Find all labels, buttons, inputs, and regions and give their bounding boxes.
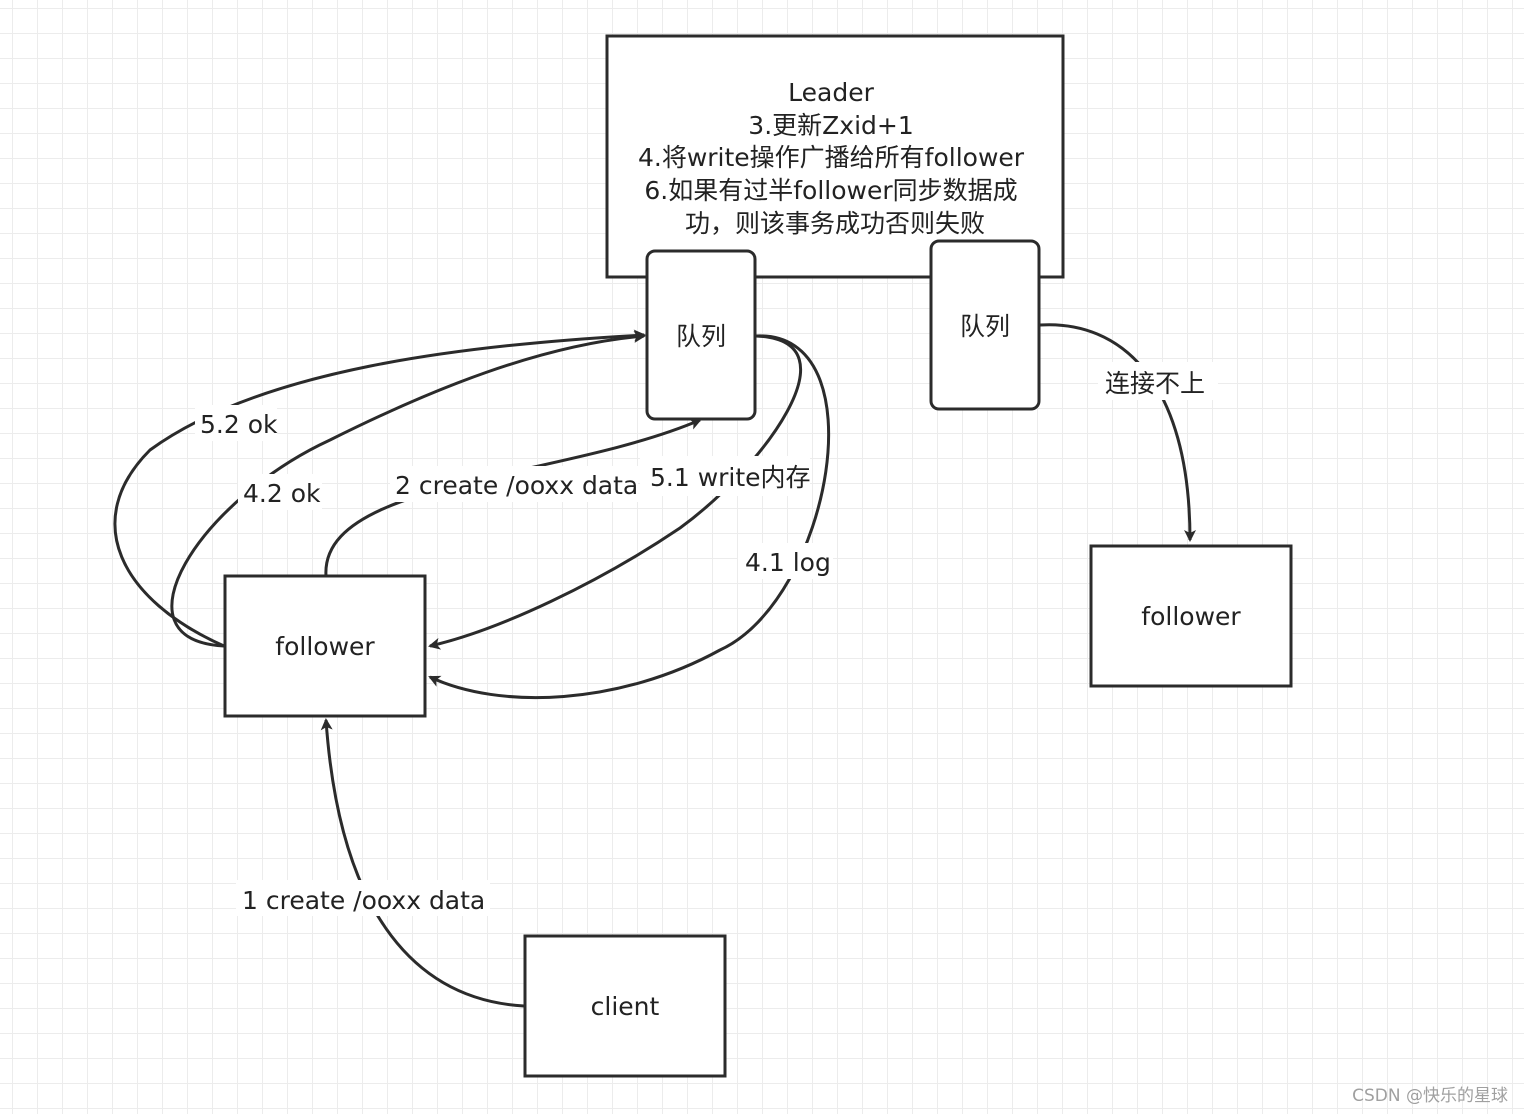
leader-step-4: 4.将write操作广播给所有follower (638, 143, 1025, 172)
follower-right-node[interactable]: follower (1089, 544, 1293, 688)
follower-left-node[interactable]: follower (223, 574, 427, 718)
edge-write-queue-to-follower[interactable] (428, 334, 803, 650)
leader-step-6: 6.如果有过半follower同步数据成 (644, 176, 1017, 205)
edge-labels: 5.2 ok 4.2 ok 2 create /ooxx data 5.1 wr… (195, 362, 1218, 916)
watermark: CSDN @快乐的星球 (1352, 1086, 1508, 1106)
leader-step-3: 3.更新Zxid+1 (748, 111, 913, 140)
queue-left-label: 队列 (676, 322, 726, 351)
connectors (113, 323, 1196, 1008)
client-label: client (591, 992, 660, 1021)
queue-left-node[interactable]: 队列 (645, 249, 757, 421)
follower-right-label: follower (1141, 602, 1241, 631)
leader-text: Leader 3.更新Zxid+1 4.将write操作广播给所有followe… (638, 78, 1032, 238)
leader-title: Leader (788, 78, 874, 107)
edge-ack-log-follower-to-queue[interactable] (170, 330, 646, 648)
edge-label-ack-write: 5.2 ok (200, 410, 278, 439)
edge-queue-to-follower-right[interactable] (1039, 323, 1196, 542)
edge-label-create-client: 1 create /ooxx data (242, 886, 485, 915)
edge-label-ack-log: 4.2 ok (243, 479, 321, 508)
follower-left-label: follower (275, 632, 375, 661)
edge-label-disconnected: 连接不上 (1105, 369, 1205, 398)
edge-label-log: 4.1 log (745, 548, 831, 577)
edge-client-to-follower[interactable] (320, 718, 525, 1008)
queue-right-label: 队列 (960, 312, 1010, 341)
edge-ack-write-follower-to-queue[interactable] (113, 329, 646, 648)
leader-node[interactable]: Leader 3.更新Zxid+1 4.将write操作广播给所有followe… (605, 34, 1065, 279)
edge-label-create-forward: 2 create /ooxx data (395, 471, 638, 500)
edge-label-write-memory: 5.1 write内存 (650, 463, 811, 492)
leader-step-6-cont: 功，则该事务成功否则失败 (685, 209, 985, 238)
client-node[interactable]: client (523, 934, 727, 1078)
edge-log-queue-to-follower[interactable] (428, 334, 830, 700)
queue-right-node[interactable]: 队列 (929, 239, 1041, 411)
